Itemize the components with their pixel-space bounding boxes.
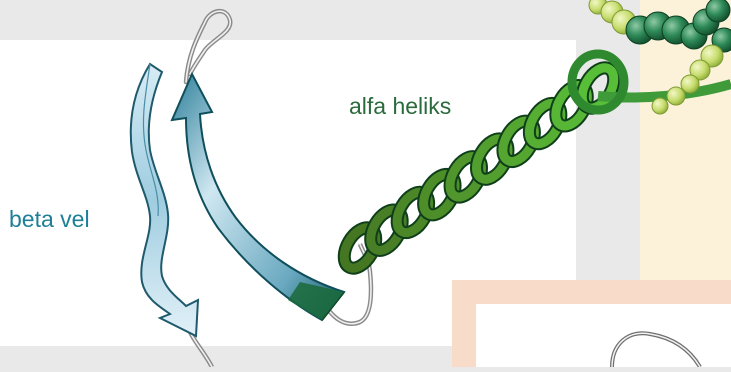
bead	[667, 87, 685, 105]
alpha-helix-label: alfa heliks	[349, 95, 451, 118]
bead	[681, 75, 699, 93]
beta-sheet-label: beta vel	[9, 208, 90, 231]
bead	[652, 98, 668, 114]
bead	[706, 0, 730, 22]
